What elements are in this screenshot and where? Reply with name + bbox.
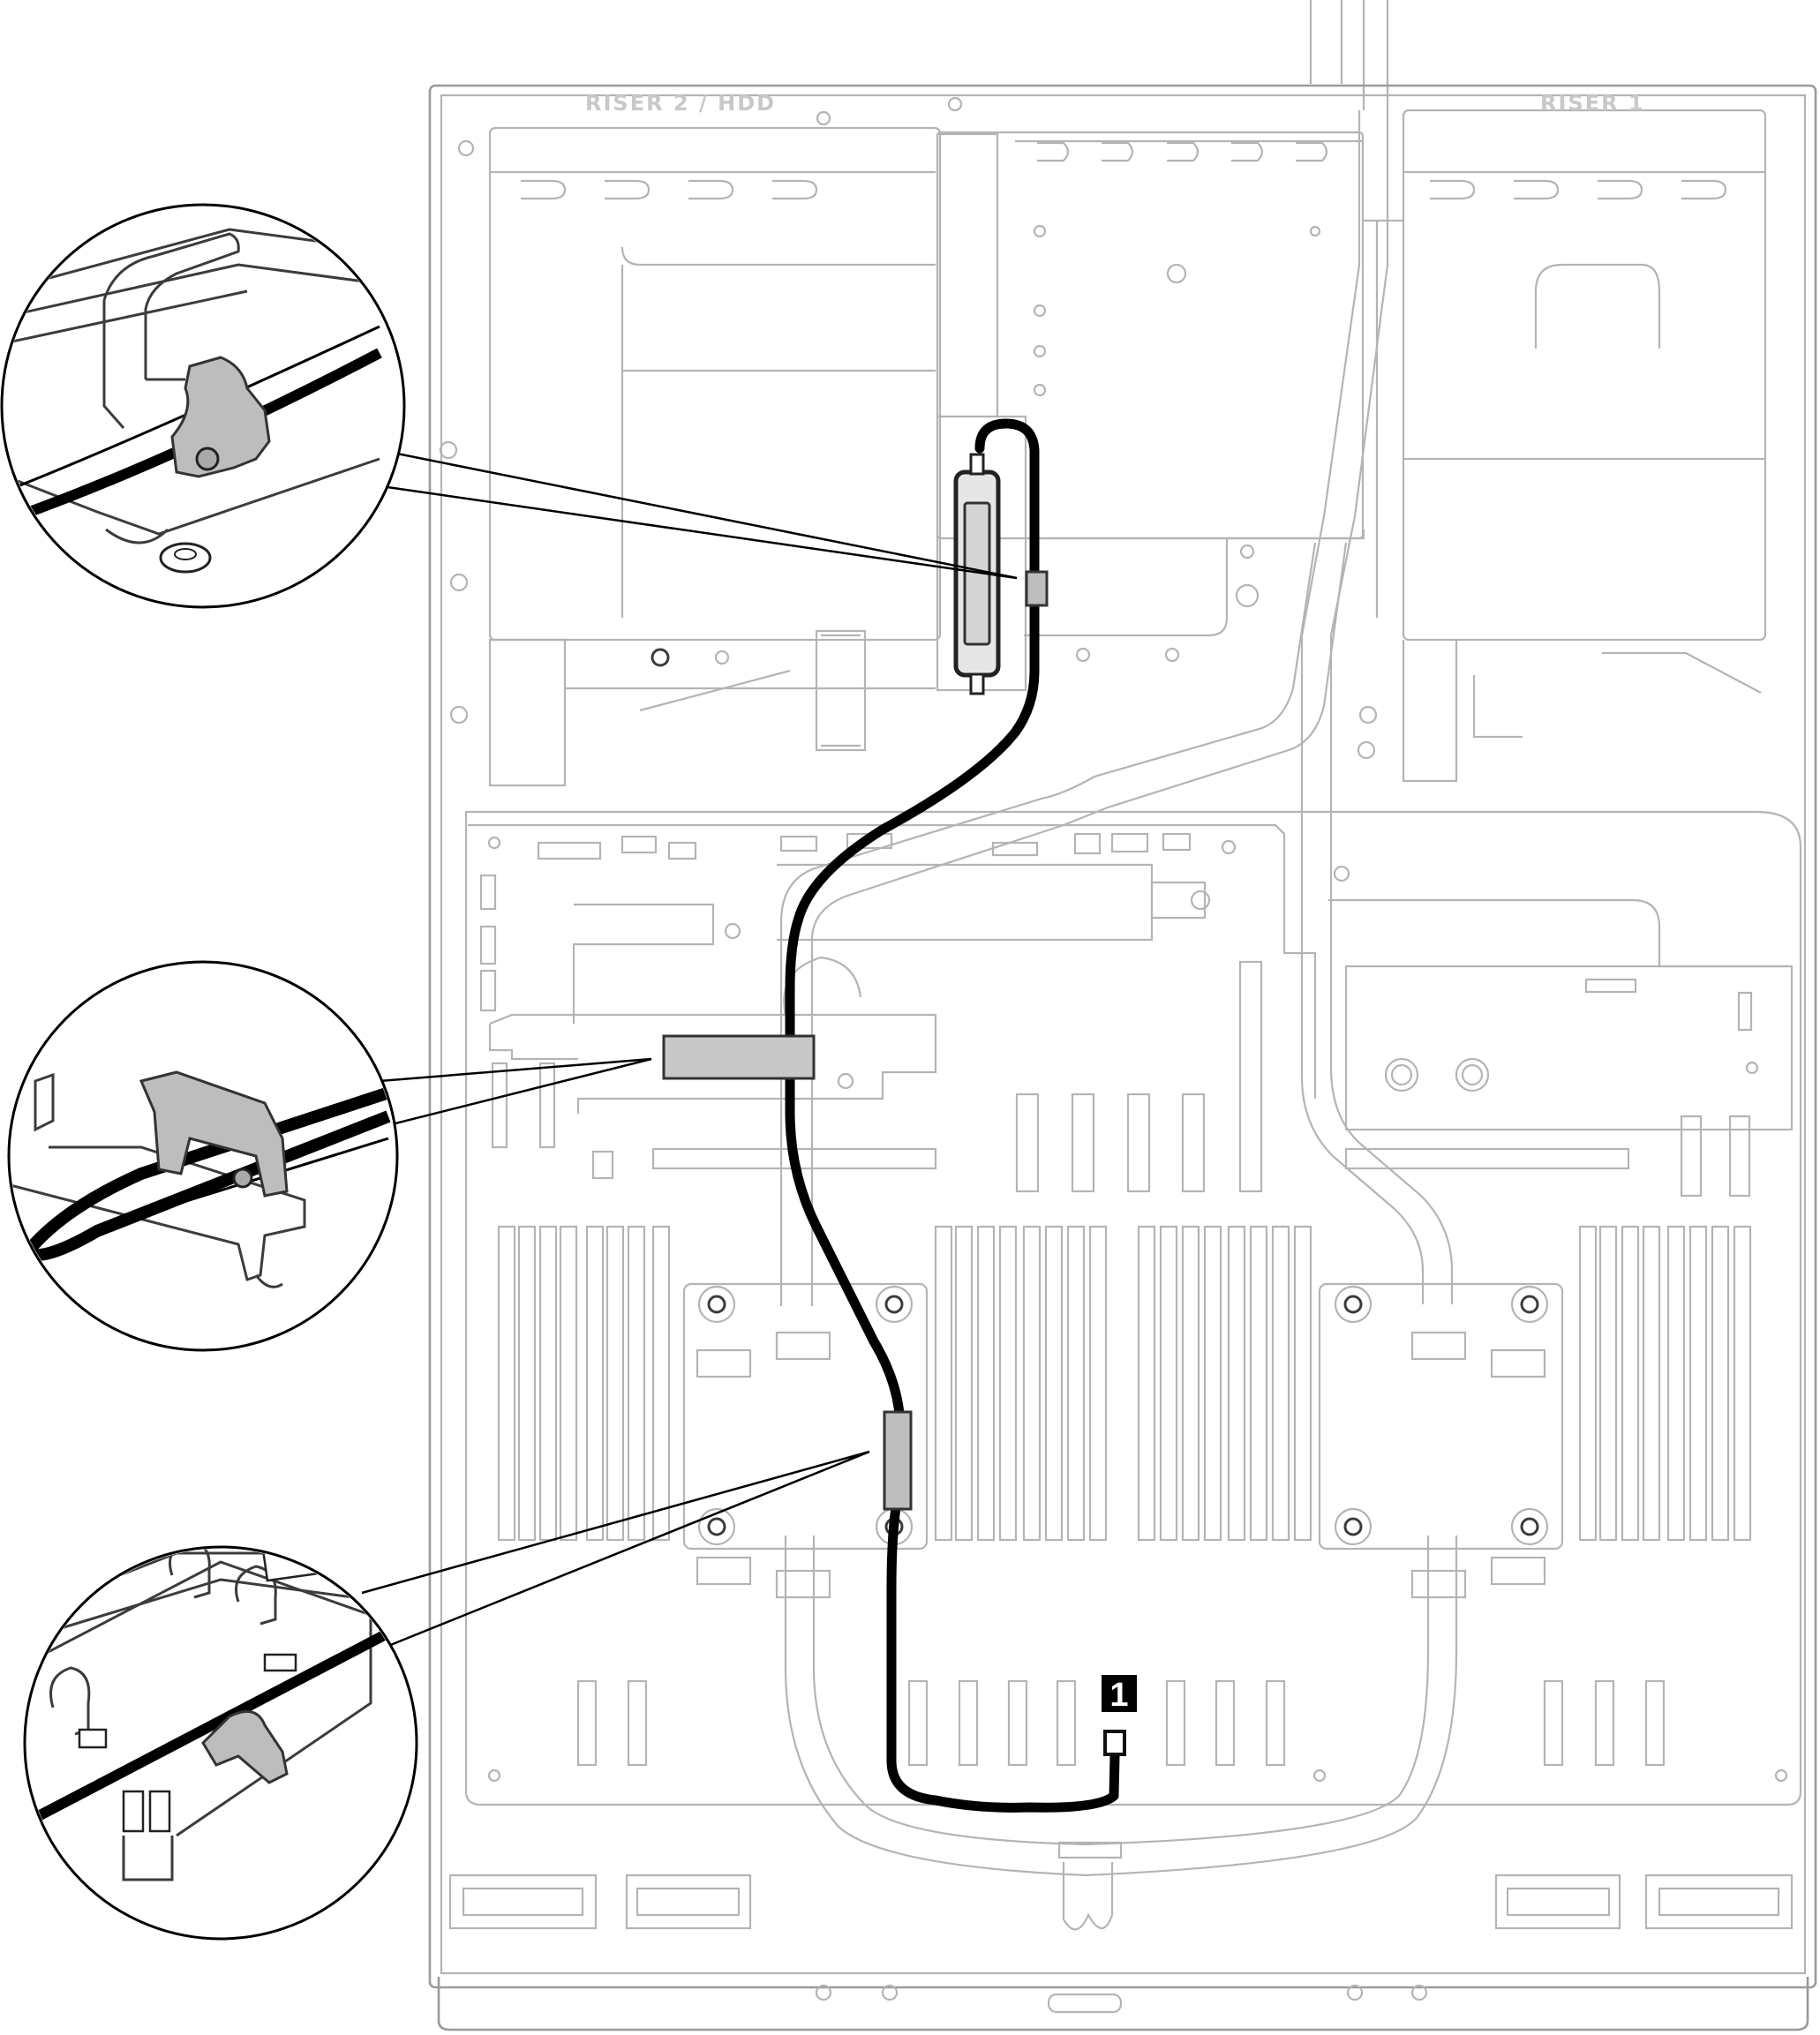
detail-zoom-clip-2	[7, 960, 399, 1352]
cable-clips	[662, 570, 1049, 1511]
routed-cable	[785, 418, 1126, 1813]
callout-badge-1: 1	[1102, 1675, 1137, 1714]
detail-zoom-clip-3	[23, 1545, 418, 1941]
dimm-bank-center-left	[934, 1225, 1108, 1542]
riser-1-bay: RISER 1	[1357, 91, 1767, 783]
dimm-bank-center-right	[1137, 1225, 1312, 1542]
riser2-label: RISER 2 / HDD	[585, 91, 776, 116]
riser-2-hdd-bay: RISER 2 / HDD	[439, 91, 963, 787]
front-handles	[448, 1874, 1794, 1930]
pcie-slots-mid	[1015, 960, 1263, 1193]
liquid-cooling-tubes	[779, 110, 1458, 1931]
callout-number: 1	[1109, 1677, 1128, 1714]
dimm-bank-right	[1578, 1225, 1752, 1542]
pcie-slots-rear	[576, 1679, 1666, 1767]
hdd-cage	[936, 131, 1365, 692]
riser2-slot-marks	[521, 179, 818, 200]
cpu-socket-2	[1318, 1282, 1564, 1599]
callout-pointers	[361, 448, 1018, 1648]
riser1-label: RISER 1	[1540, 91, 1645, 116]
system-board	[464, 810, 1802, 1806]
dimm-bank-left	[497, 1225, 671, 1542]
detail-zoom-clip-1	[0, 203, 406, 609]
chassis	[428, 0, 1817, 2031]
